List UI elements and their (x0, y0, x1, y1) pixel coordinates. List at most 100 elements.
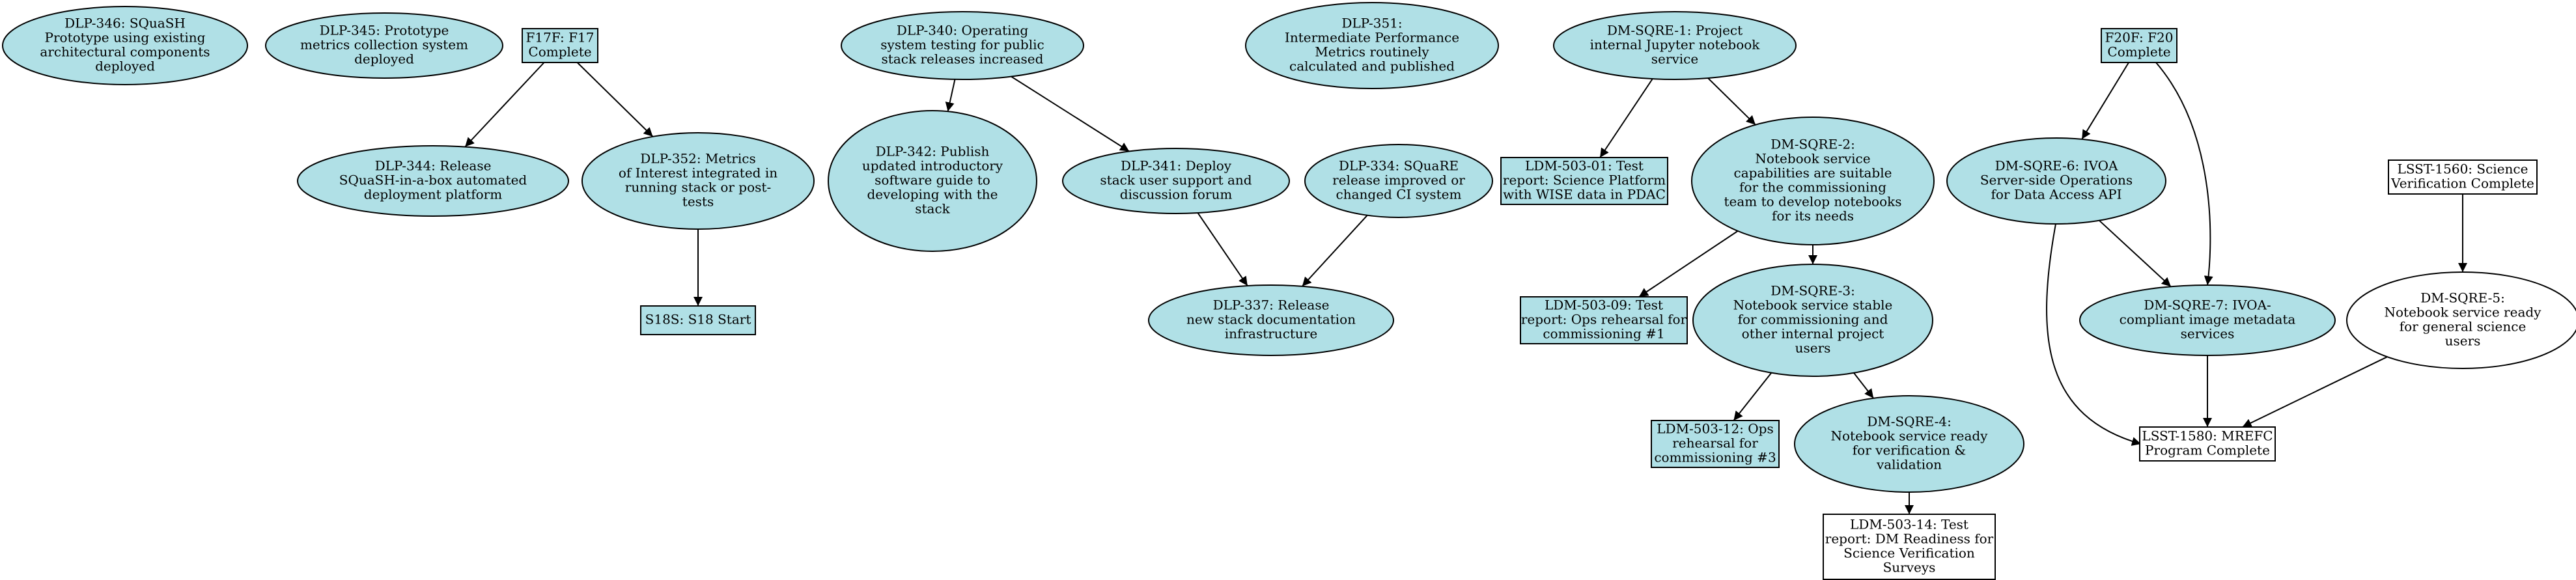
edge-dm-sqre-3-to-ldm-503-12 (1733, 372, 1772, 421)
node-dm-sqre-7[interactable]: DM-SQRE-7: IVOA-compliant image metadata… (2079, 284, 2336, 356)
edge-f20f-to-dm-sqre-7 (2155, 62, 2213, 286)
node-ellipse (1692, 264, 1933, 377)
node-ellipse (1553, 11, 1797, 80)
node-label-line: DLP-351: (1341, 16, 1402, 31)
node-label-line: for verification & (1853, 443, 1966, 458)
node-label-line: rehearsal for (1672, 435, 1758, 451)
node-label-line: LDM-503-12: Ops (1657, 421, 1774, 437)
node-label-line: LSST-1560: Science (2398, 161, 2528, 177)
node-box (1651, 420, 1780, 468)
edge-dlp-341-to-dlp-337 (1197, 212, 1248, 286)
node-label-line: new stack documentation (1186, 312, 1356, 327)
node-label-line: Verification Complete (2390, 176, 2534, 191)
node-label-line: DLP-345: Prototype (320, 23, 449, 38)
node-label-line: DM-SQRE-4: (1867, 414, 1952, 430)
node-label-line: Notebook service ready (2385, 305, 2542, 320)
edge-f17f-to-dlp-352 (576, 62, 654, 137)
node-box (2101, 28, 2177, 63)
node-box (1500, 157, 1668, 205)
node-box (640, 305, 756, 335)
node-label-line: report: Science Platform (1503, 173, 1666, 188)
node-label-line: changed CI system (1336, 187, 1462, 202)
node-label-line: users (2445, 333, 2481, 349)
node-label-line: DM-SQRE-5: (2420, 290, 2505, 306)
node-ellipse (1148, 284, 1394, 356)
node-label-line: system testing for public (880, 37, 1044, 53)
node-box (2388, 159, 2538, 195)
node-label-line: Notebook service ready (1831, 428, 1989, 444)
edge-dm-sqre-2-to-ldm-503-09 (1638, 230, 1739, 297)
node-label-line: report: DM Readiness for (1825, 531, 1994, 547)
node-label-line: report: Ops rehearsal for (1521, 312, 1687, 327)
node-label-line: DLP-340: Operating (897, 23, 1029, 38)
node-label-line: internal Jupyter notebook (1590, 37, 1761, 53)
node-label-line: DM-SQRE-2: (1771, 137, 1855, 152)
node-label-line: LDM-503-09: Test (1545, 297, 1663, 313)
edge-dlp-334-to-dlp-337 (1302, 215, 1368, 287)
node-label-line: stack (915, 201, 950, 217)
node-label-line: Notebook service (1755, 151, 1870, 167)
node-label-line: F20F: F20 (2105, 30, 2174, 46)
node-label-line: DLP-352: Metrics (640, 151, 755, 167)
edge-dm-sqre-1-to-ldm-503-01 (1599, 78, 1653, 158)
node-label-line: developing with the (867, 187, 998, 202)
node-label-line: F17F: F17 (526, 30, 595, 46)
node-ellipse (1946, 137, 2166, 225)
node-ellipse (828, 110, 1037, 252)
node-ellipse (297, 145, 569, 217)
node-label-line: deployed (354, 51, 414, 67)
node-dlp-351[interactable]: DLP-351:Intermediate PerformanceMetrics … (1245, 2, 1499, 89)
node-label-line: DM-SQRE-6: IVOA (1995, 158, 2118, 174)
node-label-line: DLP-346: SQuaSH (64, 16, 186, 31)
node-label-line: Metrics routinely (1315, 44, 1429, 60)
node-label-line: S18S: S18 Start (645, 312, 751, 327)
node-ellipse (1245, 2, 1499, 89)
node-ellipse (1794, 395, 2024, 493)
node-label-line: commissioning #3 (1654, 450, 1776, 465)
node-label-line: infrastructure (1225, 326, 1317, 342)
node-label-line: Program Complete (2145, 443, 2270, 458)
node-label-line: users (1795, 340, 1831, 356)
node-box (2139, 426, 2276, 462)
node-label-line: other internal project (1742, 326, 1884, 342)
node-ellipse (2346, 271, 2576, 369)
node-label-line: Intermediate Performance (1285, 30, 1459, 46)
node-label-line: with WISE data in PDAC (1503, 187, 1666, 202)
edge-f20f-to-dm-sqre-6 (2081, 62, 2129, 140)
node-label-line: DM-SQRE-1: Project (1607, 23, 1743, 38)
edge-dm-sqre-1-to-dm-sqre-2 (1707, 77, 1756, 126)
node-label-line: architectural components (40, 44, 210, 60)
node-label-line: LDM-503-14: Test (1850, 517, 1968, 532)
edge-dm-sqre-6-to-dm-sqre-7 (2099, 219, 2172, 288)
node-label-line: updated introductory (862, 158, 1003, 174)
node-label-line: metrics collection system (300, 37, 468, 53)
node-label-line: running stack or post- (625, 180, 771, 195)
node-label-line: service (1651, 51, 1698, 67)
node-s18s[interactable]: S18S: S18 Start (640, 305, 756, 335)
node-label-line: DM-SQRE-7: IVOA- (2144, 297, 2271, 313)
